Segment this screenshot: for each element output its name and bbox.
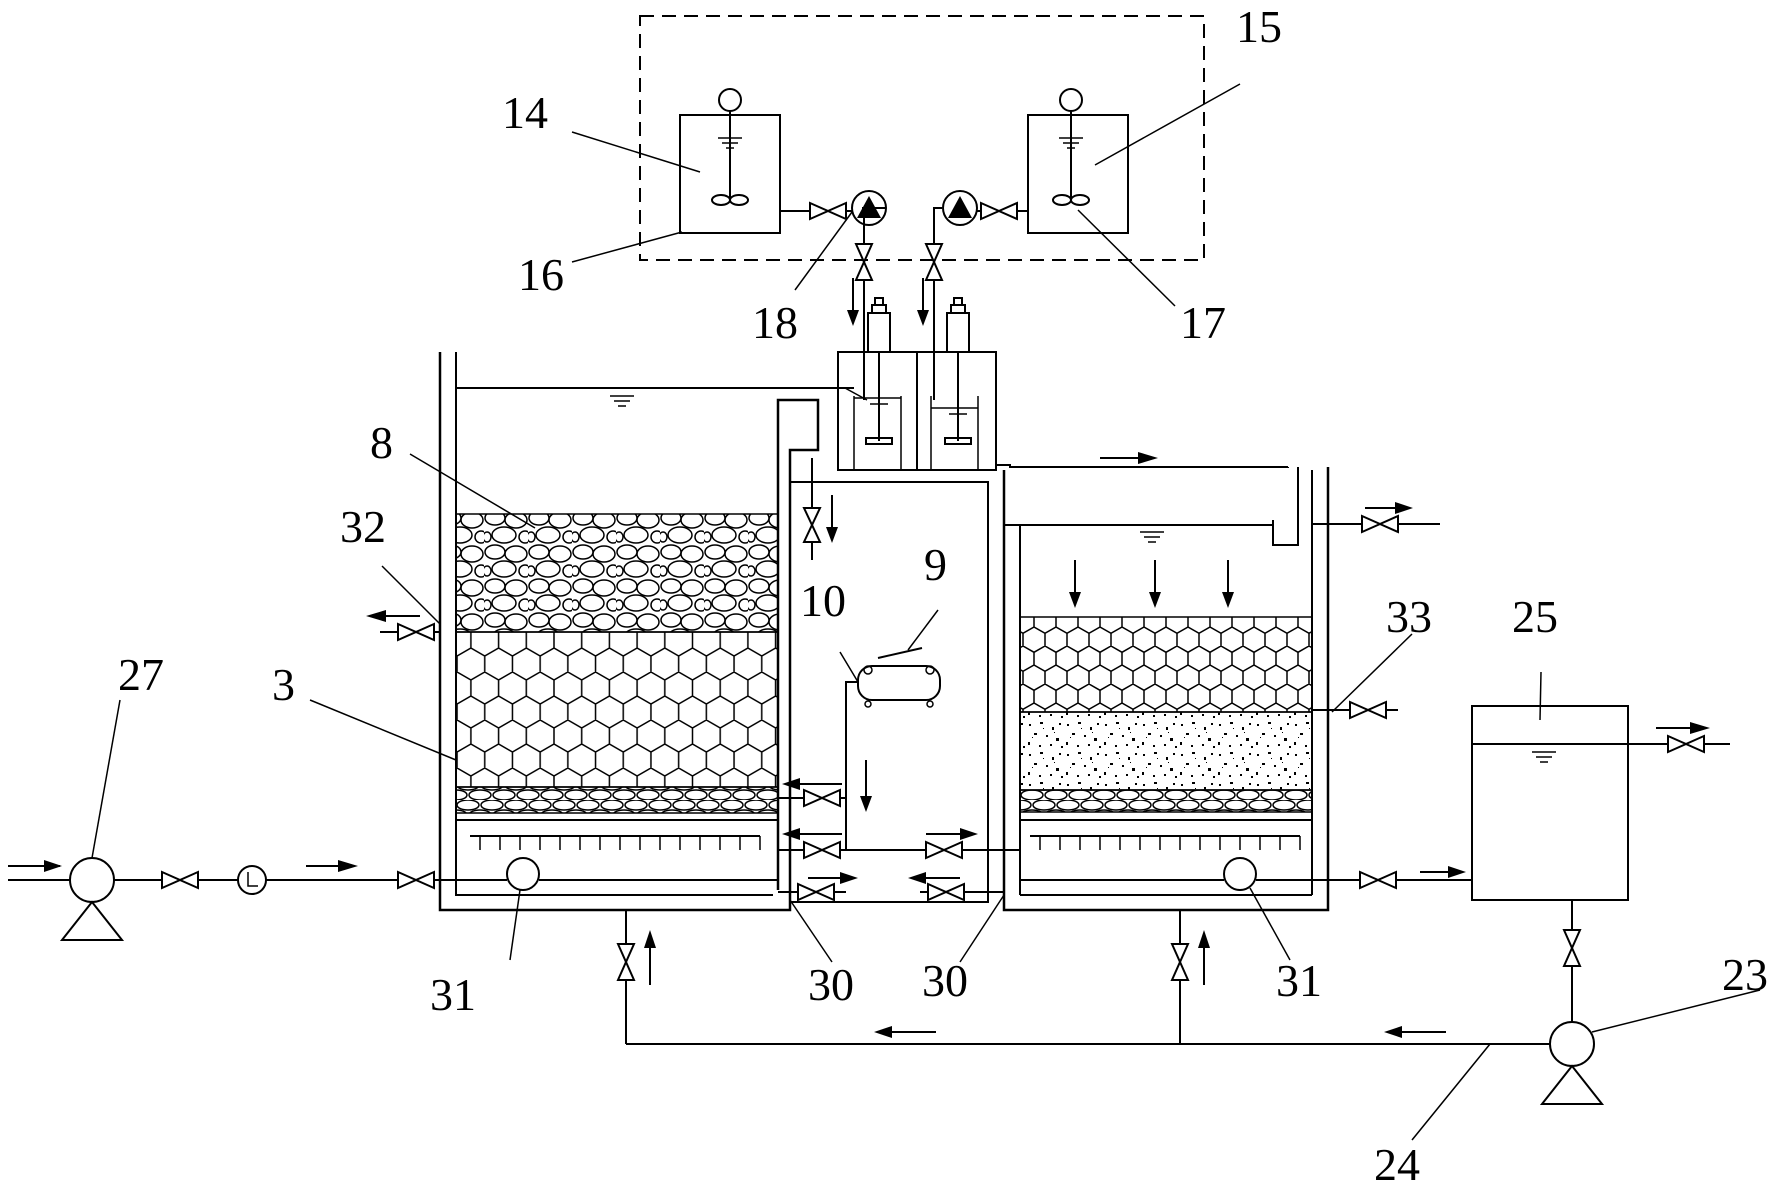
valve-drain-right[interactable]	[927, 882, 965, 902]
inlet-line	[8, 857, 456, 941]
valve-middle-2[interactable]	[803, 840, 841, 860]
label-32: 32	[340, 501, 386, 552]
label-16: 16	[518, 249, 564, 300]
valve-outlet-top-right[interactable]	[1361, 514, 1399, 534]
dosing-line-right	[942, 190, 1028, 226]
label-8: 8	[370, 417, 393, 468]
label-3: 3	[272, 659, 295, 710]
valve-middle-top[interactable]	[802, 507, 822, 543]
flow-arrows-dosing	[847, 278, 929, 326]
label-30-right: 30	[922, 955, 968, 1006]
middle-column	[789, 464, 1011, 903]
label-33: 33	[1386, 591, 1432, 642]
label-25: 25	[1512, 591, 1558, 642]
valve-inlet-1[interactable]	[161, 870, 199, 890]
mixer-chambers	[837, 297, 997, 471]
valve-outlet-tank[interactable]	[1667, 734, 1705, 754]
valve-middle-3[interactable]	[925, 840, 963, 860]
label-14: 14	[502, 87, 548, 138]
valve-dosing-left[interactable]	[854, 243, 874, 281]
dosing-tank-left	[679, 88, 781, 234]
label-27: 27	[118, 649, 164, 700]
outlet-top-right	[1312, 502, 1440, 525]
label-10: 10	[800, 575, 846, 626]
right-reactor	[995, 352, 1330, 912]
dosing-enclosure	[639, 15, 1205, 261]
valve-32[interactable]	[397, 622, 435, 642]
backwash-line	[625, 910, 1605, 1105]
clean-water-tank	[1312, 705, 1730, 1022]
pipe-to-mixer-right	[933, 207, 942, 400]
flow-arrow-top	[1100, 452, 1158, 464]
left-reactor	[438, 352, 868, 912]
dosing-tank-right	[1027, 88, 1129, 234]
label-15: 15	[1236, 1, 1282, 52]
label-23: 23	[1722, 949, 1768, 1000]
valve-dosing-right[interactable]	[924, 243, 944, 281]
label-17: 17	[1180, 297, 1226, 348]
valve-inlet-2[interactable]	[397, 870, 435, 890]
label-9: 9	[924, 539, 947, 590]
label-18: 18	[752, 297, 798, 348]
valve-middle-1[interactable]	[803, 788, 841, 808]
label-30-left: 30	[808, 959, 854, 1010]
valve-33[interactable]	[1349, 700, 1387, 720]
valve-to-tank[interactable]	[1359, 870, 1397, 890]
label-31-right: 31	[1276, 955, 1322, 1006]
valve-tank-bottom[interactable]	[1562, 929, 1582, 967]
valve-backwash-right[interactable]	[1170, 943, 1190, 981]
label-31-left: 31	[430, 969, 476, 1020]
middle-pipes	[778, 458, 1020, 893]
label-24: 24	[1374, 1139, 1420, 1190]
valve-backwash-left[interactable]	[616, 943, 636, 981]
leader-lines	[91, 83, 1761, 1141]
valve-drain-left[interactable]	[797, 882, 835, 902]
